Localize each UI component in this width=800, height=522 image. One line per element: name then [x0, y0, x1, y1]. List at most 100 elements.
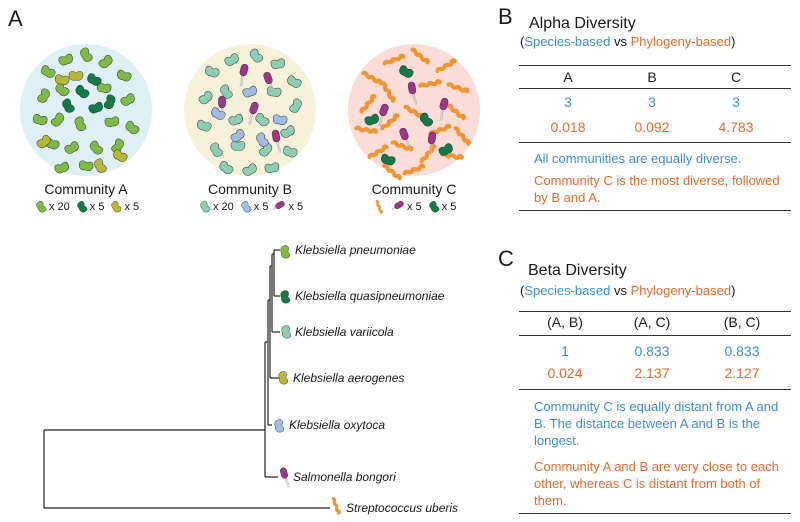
community-c-organism: [381, 81, 396, 103]
community-b-organism: [220, 84, 233, 99]
community-c-organism: [419, 144, 437, 164]
beta-phylo-ac: 2.137: [634, 365, 670, 381]
alpha-subtitle: (Species-based vs Phylogeny-based): [520, 34, 735, 49]
alpha-phylo-c: 4.783: [718, 119, 754, 135]
legend-organism-icon: [77, 201, 88, 213]
community-a-organism: [64, 141, 79, 154]
alpha-title: Alpha Diversity: [529, 15, 636, 32]
community-a-organism: [68, 71, 84, 81]
community-a-organism: [78, 160, 94, 171]
community-b-organism: [224, 53, 239, 66]
alpha-species-label: Species-based: [524, 34, 611, 49]
community-b-organism: [271, 129, 282, 153]
alpha-open-paren: (: [520, 34, 525, 49]
beta-phylo-bc: 2.127: [724, 365, 760, 381]
alpha-note-phylo: Community C is the most diverse, followe…: [534, 173, 780, 205]
community-c-organism: [438, 143, 453, 156]
community-c-organism: [428, 123, 452, 136]
legend-count: x 5: [253, 200, 269, 213]
legend-organism: [77, 201, 88, 213]
community-a-organism: [117, 69, 132, 82]
community-c-organism: [361, 70, 383, 85]
beta-species-bc: 0.833: [724, 343, 760, 359]
beta-top-rule: [519, 311, 791, 312]
community-b-organism: [280, 125, 295, 138]
alpha-values-rule: [519, 142, 791, 143]
legend-organism: [200, 201, 211, 213]
community-b-organism: [242, 163, 257, 176]
community-c-organism: [407, 81, 418, 105]
community-b-organism: [218, 95, 226, 120]
alpha-top-rule: [519, 65, 791, 66]
community-c-organism: [367, 144, 389, 159]
legend-organism: [387, 200, 404, 214]
alpha-header-a: A: [563, 69, 573, 85]
legend-organism: [111, 201, 122, 213]
beta-species-ac: 0.833: [634, 343, 670, 359]
panel-label-a: A: [8, 6, 23, 31]
community-b-organism: [247, 101, 259, 125]
legend-organism-icon: [387, 200, 404, 214]
community-c-organism: [402, 163, 426, 176]
community-a-organism: [37, 88, 50, 103]
community-b-organism: [228, 113, 243, 126]
tree-leaf-organism: [280, 290, 290, 304]
community-a-organism: [87, 73, 102, 86]
phylogenetic-tree: [43, 245, 341, 515]
community-a-organism: [111, 138, 124, 153]
community-b-organism: [264, 162, 280, 173]
alpha-phylo-b: 0.092: [634, 119, 670, 135]
alpha-vs: vs: [613, 34, 627, 49]
community-b-organism: [205, 65, 220, 78]
beta-header-bc: (B, C): [723, 314, 761, 330]
panel-label-c: C: [498, 246, 514, 271]
community-c-organism: [381, 153, 396, 166]
species-salmonella-bongori: Salmonella bongori: [293, 470, 396, 484]
tree-leaf-organism: [280, 245, 290, 259]
community-a-organism: [74, 116, 87, 131]
community-a-organism: [103, 94, 116, 109]
community-b-title: Community B: [207, 181, 293, 197]
alpha-note-species: All communities are equally diverse.: [534, 151, 742, 166]
community-c-organism: [382, 53, 406, 66]
species-klebsiella-oxytoca: Klebsiella oxytoca: [289, 418, 386, 432]
alpha-species-b: 3: [648, 94, 656, 110]
community-b-organism: [211, 107, 226, 120]
beta-open-paren: (: [520, 283, 525, 298]
beta-note-phylo: Community A and B are very close to each…: [534, 459, 779, 508]
legend-organism-icon: [375, 200, 383, 214]
alpha-close-paren: ): [731, 34, 736, 49]
tree-leaf-organism: [278, 371, 288, 385]
alpha-header-rule: [519, 88, 791, 89]
community-b-organism: [270, 58, 286, 69]
beta-subtitle: (Species-based vs Phylogeny-based): [520, 283, 735, 298]
legend-organism: [375, 200, 383, 214]
community-a-organism: [94, 158, 107, 173]
community-a-organism: [88, 101, 103, 114]
species-klebsiella-variicola: Klebsiella variicola: [295, 325, 394, 339]
community-b-organism: [255, 112, 270, 127]
community-a-organism: [98, 54, 113, 69]
legend-organism-icon: [268, 200, 286, 214]
legend-organism-icon: [36, 201, 47, 213]
community-c-organism: [446, 82, 470, 94]
legend-organism: [241, 201, 252, 213]
legend-count: x 5: [288, 200, 304, 213]
beta-phylo-label: Phylogeny-based: [630, 283, 732, 298]
beta-header-rule: [519, 335, 791, 336]
community-c-organism: [354, 125, 378, 134]
panel-label-b: B: [498, 4, 513, 29]
community-c-organism: [427, 131, 437, 156]
community-a-organism: [54, 74, 70, 85]
community-a-organism: [55, 82, 70, 97]
species-klebsiella-quasipneumoniae: Klebsiella quasipneumoniae: [295, 289, 445, 303]
community-b-organism: [198, 90, 213, 105]
community-b-organism: [272, 114, 288, 125]
community-c-organism: [377, 103, 389, 127]
community-a-organism: [54, 161, 69, 174]
community-a-organism: [80, 47, 93, 62]
legend-organism-icon: [200, 201, 211, 213]
community-c-organism: [399, 127, 412, 151]
community-c-organism: [399, 65, 414, 78]
legend-count: x 5: [124, 200, 140, 213]
